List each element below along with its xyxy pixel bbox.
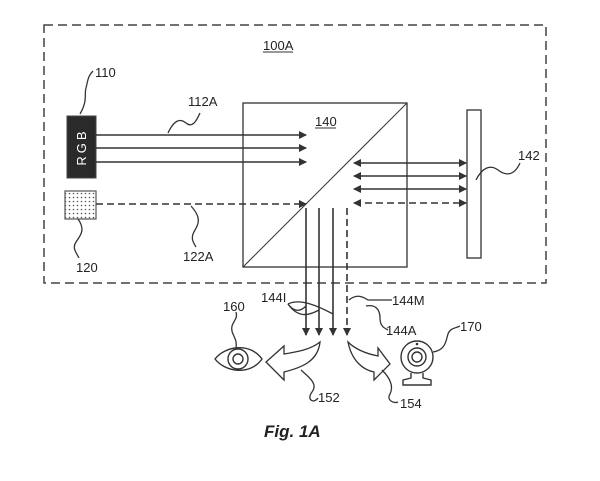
rgb-beam-ref: 112A bbox=[188, 94, 218, 109]
image-beams-ref: 144I bbox=[261, 290, 286, 305]
path-to-eye-leader bbox=[300, 369, 319, 402]
beam-splitter-ref: 140 bbox=[315, 114, 337, 129]
ir-source-leader bbox=[73, 218, 83, 259]
ir-source-ref: 120 bbox=[76, 260, 98, 275]
image-beams-leader-3 bbox=[287, 301, 334, 315]
eye-icon bbox=[214, 347, 263, 371]
system-boundary bbox=[43, 24, 547, 284]
rgb-source bbox=[66, 115, 97, 179]
path-to-camera-leader bbox=[381, 369, 399, 404]
figure-caption: Fig. 1A bbox=[264, 422, 321, 441]
reflector-leader bbox=[475, 162, 521, 181]
measurement-beam-leader bbox=[348, 295, 392, 301]
reflector-ref: 142 bbox=[518, 148, 540, 163]
rgb-source-leader bbox=[79, 70, 94, 115]
image-beams-leader-2 bbox=[287, 303, 320, 316]
combined-ref: 144A bbox=[386, 323, 417, 338]
eye-ref: 160 bbox=[223, 299, 245, 314]
ir-beam-ref: 122A bbox=[183, 249, 214, 264]
path-to-eye-ref: 152 bbox=[318, 390, 340, 405]
reflector bbox=[466, 109, 482, 259]
beam-splitter-diagonal bbox=[242, 102, 408, 268]
camera-icon bbox=[400, 340, 434, 386]
path-to-eye-arrow bbox=[265, 340, 321, 382]
rgb-beam-leader bbox=[167, 112, 201, 134]
camera-ref: 170 bbox=[460, 319, 482, 334]
ir-source bbox=[64, 190, 97, 220]
path-to-camera-ref: 154 bbox=[400, 396, 422, 411]
measurement-beam-ref: 144M bbox=[392, 293, 425, 308]
system-label: 100A bbox=[263, 38, 294, 53]
path-to-camera-arrow bbox=[346, 340, 391, 382]
rgb-source-text: RGB bbox=[74, 128, 89, 165]
eye-leader bbox=[231, 311, 238, 349]
ir-beam-leader bbox=[190, 205, 199, 248]
camera-leader bbox=[432, 325, 461, 353]
combined-leader bbox=[365, 304, 389, 331]
rgb-source-ref: 110 bbox=[95, 65, 116, 80]
